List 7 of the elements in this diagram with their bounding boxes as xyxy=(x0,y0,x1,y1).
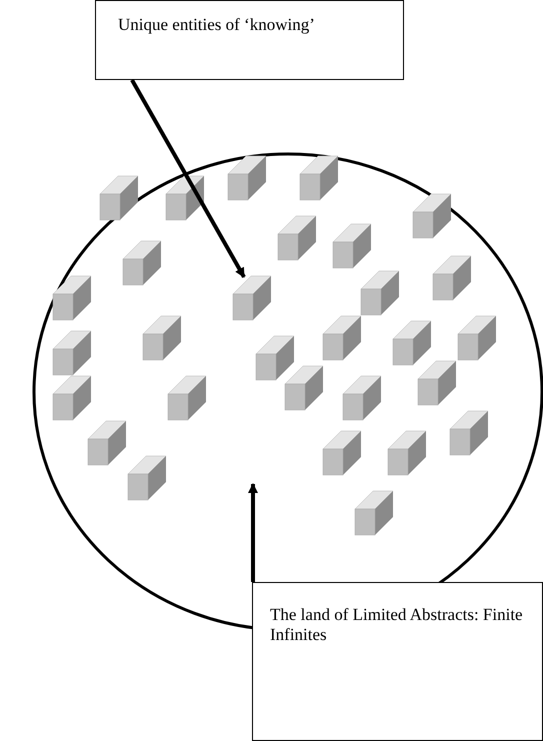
callout-box xyxy=(252,582,543,741)
callout-text: Unique entities of ‘knowing’ xyxy=(118,15,316,35)
block-icon xyxy=(232,276,272,320)
callout-text: The land of Limited Abstracts: Finite Infinites xyxy=(270,605,524,645)
arrow xyxy=(130,79,246,278)
callout-box xyxy=(95,0,404,80)
arrow xyxy=(248,483,258,582)
